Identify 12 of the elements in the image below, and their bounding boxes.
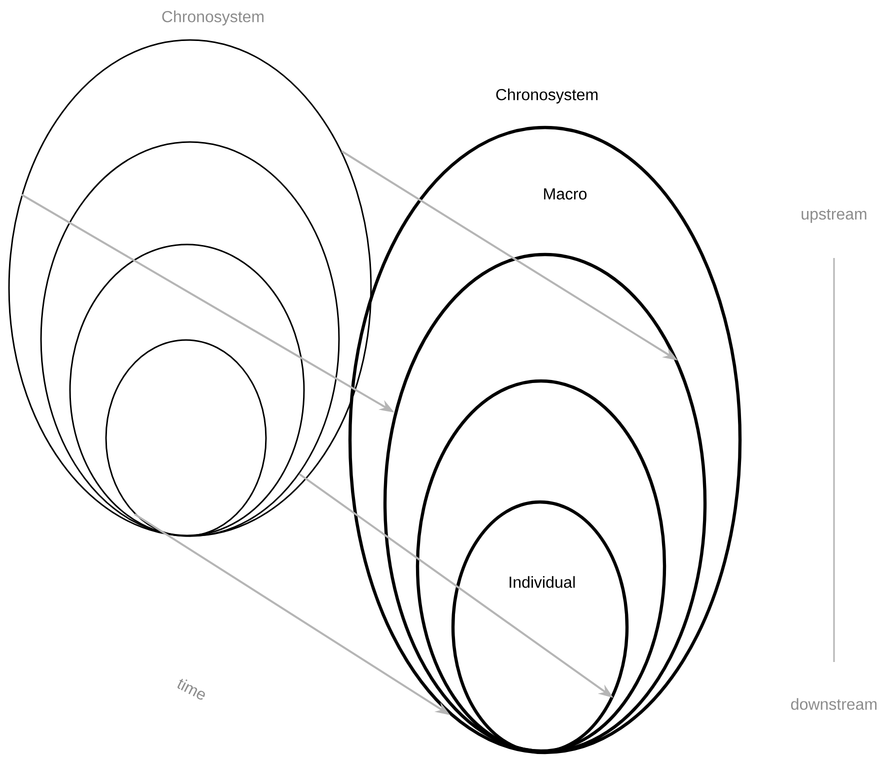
ellipse (69, 244, 305, 536)
ring-heading: Chronosystem (162, 10, 264, 26)
axis-label: time (178, 678, 205, 700)
ellipse (383, 252, 707, 754)
scale-label: upstream (802, 209, 866, 223)
ring-label: Individual (510, 576, 575, 588)
scale-label: downstream (791, 698, 876, 710)
ellipse (416, 379, 666, 753)
ring-label: Macro (544, 188, 587, 200)
ellipse (105, 339, 267, 537)
ellipse (40, 141, 340, 537)
ring-heading: Chronosystem (496, 88, 598, 104)
